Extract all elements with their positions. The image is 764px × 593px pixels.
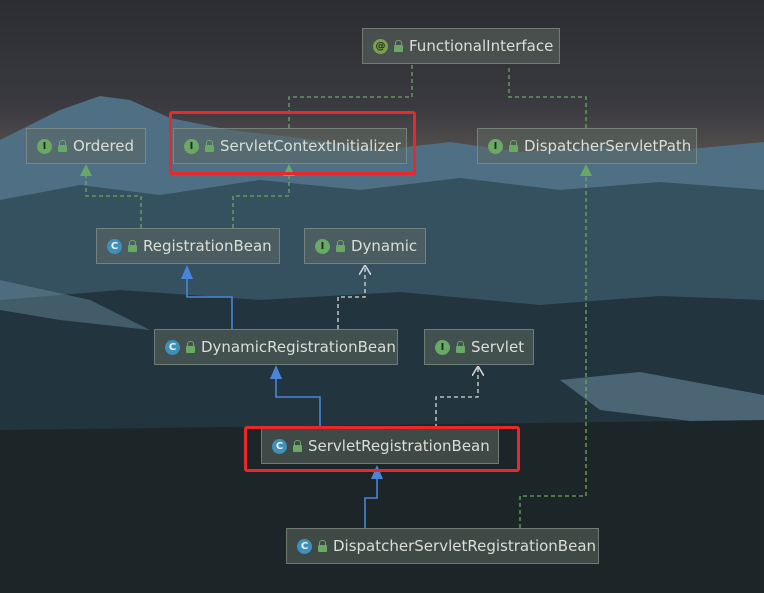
annotation-badge-icon: @ xyxy=(373,38,388,54)
class-badge-icon: C xyxy=(107,238,122,254)
lock-icon xyxy=(394,39,403,52)
node-label: DispatcherServletRegistrationBean xyxy=(333,537,597,555)
node-label: Ordered xyxy=(73,137,135,155)
node-label: Servlet xyxy=(471,338,525,356)
node-label: FunctionalInterface xyxy=(409,37,554,55)
lock-icon xyxy=(58,139,67,152)
edge-registration-to-sci xyxy=(232,164,295,228)
interface-badge-icon: I xyxy=(435,339,450,355)
interface-badge-icon: I xyxy=(488,138,503,154)
edge-dsp-to-functional xyxy=(508,65,587,128)
node-dynamic-registration-bean[interactable]: C DynamicRegistrationBean xyxy=(154,329,398,365)
node-label: Dynamic xyxy=(351,237,418,255)
highlight-box-servlet-registration-bean xyxy=(244,426,520,472)
lock-icon xyxy=(293,439,302,452)
node-servlet[interactable]: I Servlet xyxy=(424,329,534,365)
lock-icon xyxy=(205,139,214,152)
node-ordered[interactable]: I Ordered xyxy=(26,128,146,164)
highlight-box-servlet-context-initializer xyxy=(169,111,416,175)
edge-dynamic-reg-to-reg xyxy=(181,265,233,329)
node-label: ServletRegistrationBean xyxy=(308,437,490,455)
node-dispatcher-servlet-registration-bean[interactable]: C DispatcherServletRegistrationBean xyxy=(286,528,599,564)
node-dynamic[interactable]: I Dynamic xyxy=(304,228,426,264)
edge-dispatcher-reg-to-servlet-reg xyxy=(364,465,383,528)
edge-servlet-reg-to-servlet xyxy=(435,367,478,428)
edge-dispatcher-reg-to-dsp xyxy=(519,164,592,528)
lock-icon xyxy=(128,239,137,252)
lock-icon xyxy=(456,340,465,353)
edge-dynamic-reg-to-dynamic xyxy=(337,266,365,329)
node-servlet-registration-bean[interactable]: C ServletRegistrationBean xyxy=(261,428,499,464)
interface-badge-icon: I xyxy=(184,138,199,154)
node-registration-bean[interactable]: C RegistrationBean xyxy=(96,228,280,264)
lock-icon xyxy=(186,340,195,353)
node-functional-interface[interactable]: @ FunctionalInterface xyxy=(362,28,560,64)
lock-icon xyxy=(336,239,345,252)
node-label: ServletContextInitializer xyxy=(220,137,401,155)
class-badge-icon: C xyxy=(272,438,287,454)
node-dispatcher-servlet-path[interactable]: I DispatcherServletPath xyxy=(477,128,697,164)
node-label: DispatcherServletPath xyxy=(524,137,692,155)
class-badge-icon: C xyxy=(165,339,180,355)
lock-icon xyxy=(509,139,518,152)
edge-servlet-reg-to-dynamic-reg xyxy=(270,365,321,428)
node-label: DynamicRegistrationBean xyxy=(201,338,396,356)
lock-icon xyxy=(318,539,327,552)
node-label: RegistrationBean xyxy=(143,237,272,255)
class-badge-icon: C xyxy=(297,538,312,554)
interface-badge-icon: I xyxy=(37,138,52,154)
edge-registration-to-ordered xyxy=(80,164,142,228)
interface-badge-icon: I xyxy=(315,238,330,254)
node-servlet-context-initializer[interactable]: I ServletContextInitializer xyxy=(173,128,407,164)
